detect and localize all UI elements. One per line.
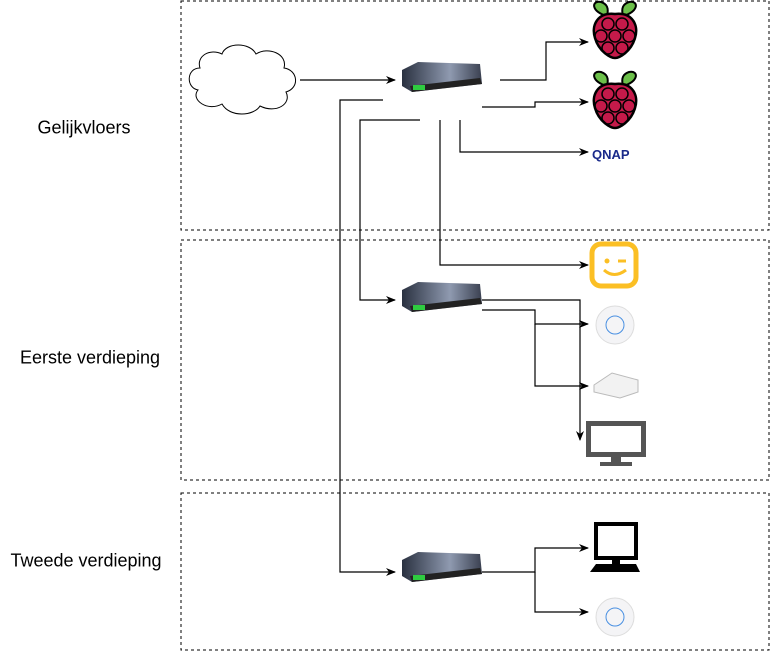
link-switch-first — [359, 119, 420, 304]
raspberry-pi-icon — [592, 70, 638, 130]
monitor-icon — [586, 421, 646, 466]
wifi-access-point-icon — [595, 305, 635, 345]
network-switch-icon — [402, 62, 482, 92]
raspberry-pi-icon — [592, 0, 638, 60]
network-switch-icon — [402, 552, 482, 582]
floor-box-first — [180, 239, 770, 481]
floor-label-ground: Gelijkvloers — [37, 117, 131, 138]
wifi-access-point-icon — [595, 597, 635, 637]
cloud-icon — [188, 44, 296, 115]
router-icon — [593, 372, 639, 399]
network-switch-icon — [402, 282, 482, 312]
link-ap-second — [534, 572, 589, 616]
link-telenet — [439, 120, 589, 269]
link-ap-first — [482, 309, 589, 328]
link-router — [534, 324, 589, 390]
floor-box-ground — [180, 0, 770, 231]
desktop-computer-icon — [590, 522, 640, 572]
link-desktop — [482, 544, 589, 573]
link-qnap — [459, 120, 589, 156]
link-monitor — [482, 299, 584, 441]
telenet-modem-icon — [589, 241, 639, 289]
floor-label-second: Tweede verdieping — [10, 550, 162, 571]
link-rpi-2 — [482, 98, 589, 108]
floor-label-first: Eerste verdieping — [19, 347, 161, 368]
link-rpi-1 — [500, 38, 589, 81]
floor-box-second — [180, 492, 770, 651]
link-switch-second — [339, 99, 396, 576]
qnap-nas-icon: QNAP — [592, 147, 630, 162]
